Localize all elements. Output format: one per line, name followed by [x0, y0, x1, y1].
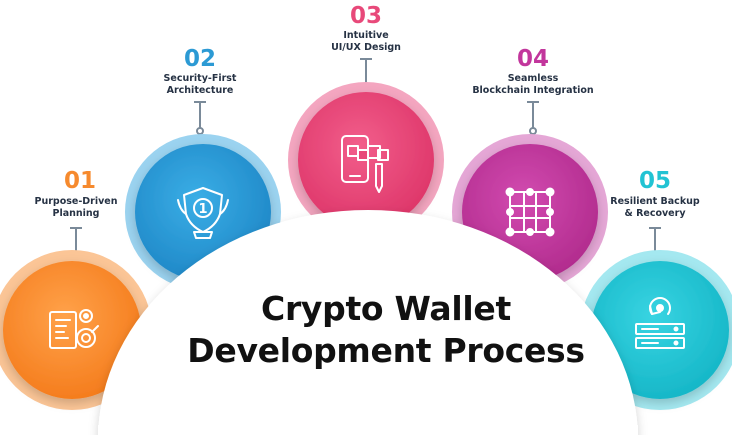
connector-02 [194, 101, 206, 135]
step-number-01: 01 [63, 168, 96, 194]
shield-award-badge-icon: 1 [177, 187, 229, 239]
blockchain-network-icon [505, 187, 555, 237]
connector-04 [527, 101, 539, 135]
svg-text:1: 1 [198, 202, 207, 217]
step-number-03: 03 [349, 3, 382, 29]
step-number-02: 02 [183, 46, 216, 72]
server-backup-refresh-icon [635, 297, 685, 349]
planning-document-gears-icon [49, 309, 99, 349]
step-number-04: 04 [516, 46, 549, 72]
step-label-05: Resilient Backup& Recovery [610, 196, 700, 219]
diagram-title: Crypto Wallet Development Process [186, 288, 586, 372]
title-line-2: Development Process [187, 331, 585, 370]
center-arch [98, 210, 638, 435]
mobile-ui-design-pencil-icon [341, 135, 389, 193]
step-number-05: 05 [638, 168, 671, 194]
title-line-1: Crypto Wallet [261, 289, 511, 328]
